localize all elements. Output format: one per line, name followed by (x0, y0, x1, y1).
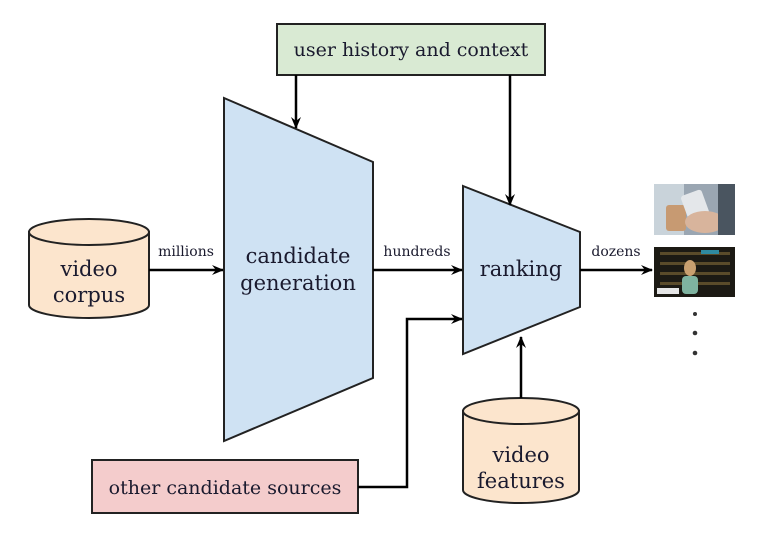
edge-other-sources-to-ranking (358, 314, 463, 489)
video-features-label-line1: video (491, 443, 549, 467)
video-features-node: video features (462, 397, 580, 504)
user-history-node: user history and context (276, 23, 546, 76)
phone-and-coffee-thumbnail[interactable] (654, 184, 735, 235)
ranking-node: ranking (462, 184, 581, 356)
video-corpus-node: video corpus (28, 218, 150, 319)
ranking-label: ranking (480, 257, 563, 281)
edge-label-hundreds: hundreds (383, 244, 450, 260)
candidate-generation-node: candidate generation (223, 96, 374, 443)
music-video-thumbnail[interactable] (654, 247, 735, 297)
other-candidate-sources-node: other candidate sources (91, 459, 359, 514)
candidate-generation-label-line1: candidate (246, 244, 351, 268)
more-results-ellipsis (692, 312, 698, 356)
other-candidate-sources-label: other candidate sources (109, 477, 342, 499)
edge-label-millions: millions (158, 244, 214, 260)
video-corpus-label-line2: corpus (53, 283, 125, 307)
video-features-label-line2: features (477, 469, 565, 493)
candidate-generation-label-line2: generation (240, 271, 356, 295)
edge-label-dozens: dozens (591, 244, 640, 260)
video-corpus-label-line1: video (59, 257, 117, 281)
user-history-label: user history and context (294, 39, 529, 61)
